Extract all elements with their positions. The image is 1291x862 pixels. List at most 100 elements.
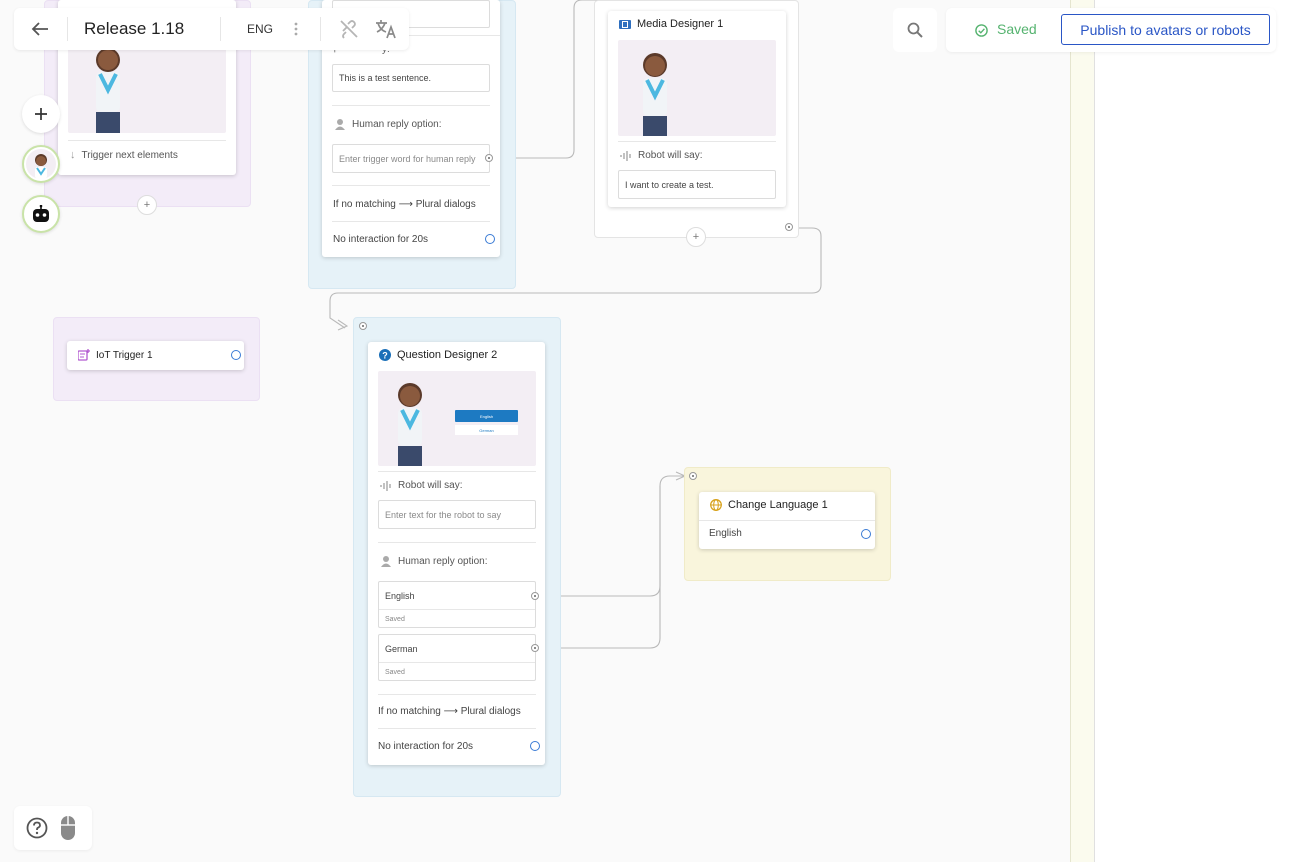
link-off-button[interactable]	[337, 18, 361, 40]
divider	[320, 17, 321, 41]
saved-status: Saved	[997, 21, 1037, 37]
no-interaction-port[interactable]	[530, 741, 540, 751]
avatar-preview: English German	[378, 371, 536, 466]
divider	[220, 17, 221, 41]
plus-icon: +	[143, 199, 151, 211]
question-designer-input-port[interactable]	[359, 322, 367, 330]
arrow-down-icon: ↓	[70, 149, 76, 161]
more-vertical-icon	[294, 22, 298, 36]
robot-text-field[interactable]: This is a test sentence.	[332, 64, 490, 92]
node-change-language[interactable]: Change Language 1 English	[699, 492, 875, 549]
no-matching-label: If no matching ⟶ Plural dialogs	[333, 199, 476, 210]
robot-text-field[interactable]: I want to create a test.	[618, 170, 776, 199]
globe-icon	[710, 499, 722, 511]
robot-text-value: I want to create a test.	[625, 179, 714, 190]
robot-button[interactable]	[22, 195, 60, 233]
status-bar: Saved Publish to avatars or robots	[946, 8, 1276, 52]
media-icon	[619, 19, 631, 29]
divider	[332, 185, 490, 186]
reply-option-german-port[interactable]	[531, 644, 539, 652]
reply-option-english-port[interactable]	[531, 592, 539, 600]
human-reply-placeholder: Enter trigger word for human reply	[339, 153, 476, 164]
iot-trigger-output-port[interactable]	[231, 350, 241, 360]
iot-icon	[78, 349, 90, 361]
divider	[67, 17, 68, 41]
avatar-figure-icon	[398, 383, 422, 466]
divider	[379, 662, 535, 663]
page-title[interactable]: Release 1.18	[84, 19, 185, 38]
node-iot-trigger[interactable]: IoT Trigger 1	[67, 341, 244, 370]
iot-trigger-title: IoT Trigger 1	[96, 349, 153, 361]
divider	[332, 221, 490, 222]
language-value: English	[709, 528, 742, 539]
link-off-icon	[340, 20, 358, 39]
language-selector[interactable]: ENG	[247, 22, 274, 36]
person-icon	[381, 556, 391, 567]
no-matching-label: If no matching ⟶ Plural dialogs	[378, 706, 521, 717]
top-toolbar: Release 1.18 ENG	[14, 8, 409, 50]
divider	[699, 520, 875, 521]
human-reply-output-port[interactable]	[485, 154, 493, 162]
add-node-button[interactable]: +	[686, 227, 706, 247]
check-circle-icon	[975, 24, 988, 37]
media-designer-title: Media Designer 1	[637, 18, 724, 30]
node-media-designer[interactable]: Media Designer 1 Robot will say: I want …	[608, 11, 786, 207]
mouse-icon[interactable]	[60, 815, 76, 841]
media-designer-output-port[interactable]	[785, 223, 793, 231]
robot-say-label-row: Robot will say:	[620, 150, 702, 161]
trigger-next-label: Trigger next elements	[81, 149, 178, 161]
no-interaction-label: No interaction for 20s	[378, 741, 474, 752]
change-language-title: Change Language 1	[728, 499, 828, 511]
publish-button[interactable]: Publish to avatars or robots	[1061, 14, 1270, 45]
human-reply-input[interactable]: Enter trigger word for human reply	[332, 144, 490, 173]
right-panel-strip	[1070, 0, 1094, 862]
search-button[interactable]	[893, 8, 937, 52]
divider	[378, 542, 536, 543]
translate-button[interactable]	[373, 18, 399, 40]
node-question-designer[interactable]: ? Question Designer 2 English German Rob…	[368, 342, 545, 765]
avatar-figure-icon	[643, 53, 667, 136]
translate-icon	[376, 20, 396, 39]
help-circle-icon[interactable]	[26, 817, 48, 839]
human-reply-label-row: Human reply option:	[380, 555, 488, 567]
robot-text-placeholder: Enter text for the robot to say	[385, 509, 502, 520]
right-panel-area	[1095, 0, 1291, 862]
robot-say-label: Robot will say:	[638, 150, 703, 161]
right-panel-divider-2	[1094, 0, 1095, 862]
arrow-left-icon	[31, 22, 48, 36]
change-language-output-port[interactable]	[861, 529, 871, 539]
divider	[332, 105, 490, 106]
back-button[interactable]	[28, 18, 52, 40]
no-interaction-label: No interaction for 20s	[333, 234, 429, 245]
plus-icon: +	[692, 231, 700, 243]
add-node-button[interactable]: +	[137, 195, 157, 215]
avatar-figure-icon	[96, 48, 120, 133]
reply-option-status: Saved	[385, 669, 405, 676]
search-icon	[907, 22, 923, 38]
change-language-header: Change Language 1	[710, 499, 828, 511]
divider	[322, 35, 500, 36]
waveform-icon	[380, 480, 391, 491]
avatar-preview	[618, 40, 776, 136]
reply-option-english[interactable]: English Saved	[378, 581, 536, 628]
divider	[379, 609, 535, 610]
robot-say-label: Robot will say:	[398, 480, 463, 491]
divider	[618, 141, 776, 142]
preview-option-button: English	[455, 410, 518, 422]
avatar-button[interactable]	[22, 145, 60, 183]
trigger-next-row: ↓ Trigger next elements	[70, 149, 178, 161]
divider	[68, 140, 226, 141]
no-interaction-port[interactable]	[485, 234, 495, 244]
svg-text:?: ?	[382, 351, 388, 361]
add-element-button[interactable]	[22, 95, 60, 133]
preview-option-button: German	[455, 425, 518, 435]
robot-text-input[interactable]: Enter text for the robot to say	[378, 500, 536, 529]
reply-option-german[interactable]: German Saved	[378, 634, 536, 681]
question-designer-header: ? Question Designer 2	[379, 349, 497, 361]
more-button[interactable]	[291, 20, 301, 38]
divider	[378, 694, 536, 695]
waveform-icon	[620, 150, 631, 161]
media-designer-header: Media Designer 1	[619, 18, 723, 30]
change-language-input-port[interactable]	[689, 472, 697, 480]
plus-icon	[35, 108, 47, 120]
